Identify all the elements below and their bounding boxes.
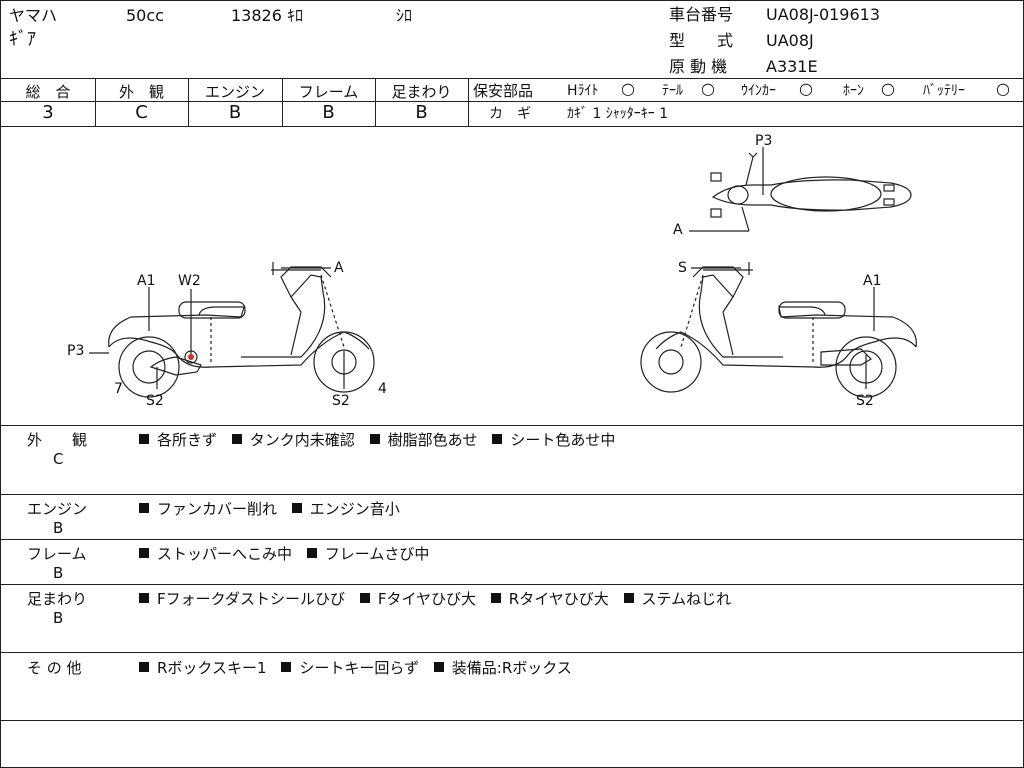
headlight-ok-mark: ○ xyxy=(621,79,635,98)
frame-grade-label: フレーム xyxy=(298,83,359,101)
battery-ok-mark: ○ xyxy=(996,79,1010,98)
remark-item: ステムねじれ xyxy=(641,590,732,608)
safety-horn: ﾎｰﾝ xyxy=(843,83,864,99)
remark-item: Rボックスキー1 xyxy=(157,659,267,677)
remark-grade-exterior: C xyxy=(53,450,64,468)
divider xyxy=(188,78,189,126)
safety-label: 保安部品 xyxy=(473,82,534,100)
mark-right-a1: A1 xyxy=(863,273,882,289)
type-value: UA08J xyxy=(766,31,814,50)
remark-item: ストッパーへこみ中 xyxy=(157,545,293,563)
divider xyxy=(1,126,1023,127)
divider xyxy=(1,652,1023,653)
safety-battery: ﾊﾞｯﾃﾘｰ xyxy=(923,83,965,99)
remark-label-engine: エンジン xyxy=(27,500,88,518)
chassis-label: 車台番号 xyxy=(669,5,734,24)
mark-right-s2: S2 xyxy=(856,393,874,409)
remark-item: シートキー回らず xyxy=(299,659,420,677)
scooter-left-view xyxy=(89,262,375,398)
remark-label-exterior: 外 観 xyxy=(27,431,88,449)
damage-dot xyxy=(188,354,194,360)
remark-item: Rタイヤひび大 xyxy=(508,590,609,608)
exterior-value: C xyxy=(135,102,148,123)
divider xyxy=(1,494,1023,495)
suspension-grade-value: B xyxy=(415,102,428,123)
chassis-value: UA08J-019613 xyxy=(766,5,881,24)
remark-items-exterior: 各所きず タンク内未確認 樹脂部色あせ シート色あせ中 xyxy=(139,429,625,450)
remark-items-other: Rボックスキー1 シートキー回らず 装備品:Rボックス xyxy=(139,657,582,678)
horn-ok-mark: ○ xyxy=(881,79,895,98)
engine-grade-label: エンジン xyxy=(204,83,265,101)
winker-ok-mark: ○ xyxy=(799,79,813,98)
remark-item: タンク内未確認 xyxy=(249,431,355,449)
engine-grade-value: B xyxy=(228,102,242,123)
color: ｼﾛ xyxy=(396,6,413,25)
remark-grade-suspension: B xyxy=(53,609,64,627)
displacement: 50cc xyxy=(126,6,164,25)
scooter-diagram xyxy=(89,147,917,398)
divider xyxy=(375,78,376,126)
mark-left-s2a: S2 xyxy=(146,393,164,409)
remark-item: 各所きず xyxy=(157,431,218,449)
mark-left-s2b: S2 xyxy=(332,393,350,409)
remark-items-suspension: Fフォークダストシールひび Fタイヤひび大 Rタイヤひび大 ステムねじれ xyxy=(139,588,741,609)
remark-items-engine: ファンカバー削れ エンジン音小 xyxy=(139,498,410,519)
mileage: 13826 ｷﾛ xyxy=(231,6,303,25)
divider xyxy=(1,101,468,102)
overall-value: 3 xyxy=(42,102,54,123)
mark-right-s: S xyxy=(678,260,687,276)
remark-item: 樹脂部色あせ xyxy=(387,431,478,449)
divider xyxy=(95,78,96,126)
remark-grade-frame: B xyxy=(53,564,64,582)
remark-item: 装備品:Rボックス xyxy=(451,659,572,677)
safety-headlight: Hﾗｲﾄ xyxy=(567,83,599,99)
engine-value: A331E xyxy=(766,57,818,76)
mark-left-7: 7 xyxy=(114,381,123,397)
divider xyxy=(1,584,1023,585)
remark-label-suspension: 足まわり xyxy=(27,590,88,608)
scooter-right-view xyxy=(640,262,917,398)
divider xyxy=(468,101,1023,102)
remark-item: Fタイヤひび大 xyxy=(377,590,476,608)
remark-item: ファンカバー削れ xyxy=(157,500,278,518)
divider xyxy=(1,720,1023,721)
mark-left-p3: P3 xyxy=(67,343,85,359)
mark-top-a: A xyxy=(673,222,683,238)
mark-top-p3: P3 xyxy=(755,133,773,149)
remark-item: Fフォークダストシールひび xyxy=(157,590,346,608)
divider xyxy=(282,78,283,126)
tail-ok-mark: ○ xyxy=(701,79,715,98)
suspension-grade-label: 足まわり xyxy=(391,83,452,101)
scooter-top-view xyxy=(689,147,912,232)
remark-items-frame: ストッパーへこみ中 フレームさび中 xyxy=(139,543,439,564)
remark-label-frame: フレーム xyxy=(27,545,87,563)
mark-left-a1: A1 xyxy=(137,273,156,289)
frame-grade-value: B xyxy=(322,102,335,123)
type-label: 型 式 xyxy=(669,31,734,50)
remark-label-other: そ の 他 xyxy=(27,659,82,677)
key-value: ｶｷﾞ 1 ｼｬｯﾀｰｷｰ 1 xyxy=(567,106,669,122)
remark-grade-engine: B xyxy=(53,519,64,537)
safety-tail: ﾃｰﾙ xyxy=(662,83,683,99)
engine-label: 原 動 機 xyxy=(669,57,728,76)
divider xyxy=(468,78,469,126)
mark-left-a: A xyxy=(334,260,344,276)
divider xyxy=(1,539,1023,540)
safety-winker: ｳｲﾝｶｰ xyxy=(741,83,776,99)
remark-item: エンジン音小 xyxy=(309,500,400,518)
overall-label: 総 合 xyxy=(25,83,71,101)
model-name: ｷﾞｱ xyxy=(9,29,36,50)
divider xyxy=(1,425,1023,426)
divider xyxy=(1,78,1023,79)
remark-item: フレームさび中 xyxy=(324,545,430,563)
exterior-label: 外 観 xyxy=(118,83,164,101)
remark-item: シート色あせ中 xyxy=(510,431,616,449)
mark-left-w2: W2 xyxy=(178,273,201,289)
mark-left-4: 4 xyxy=(378,381,387,397)
key-label: カ ギ xyxy=(489,106,531,122)
maker: ヤマハ xyxy=(9,6,58,25)
